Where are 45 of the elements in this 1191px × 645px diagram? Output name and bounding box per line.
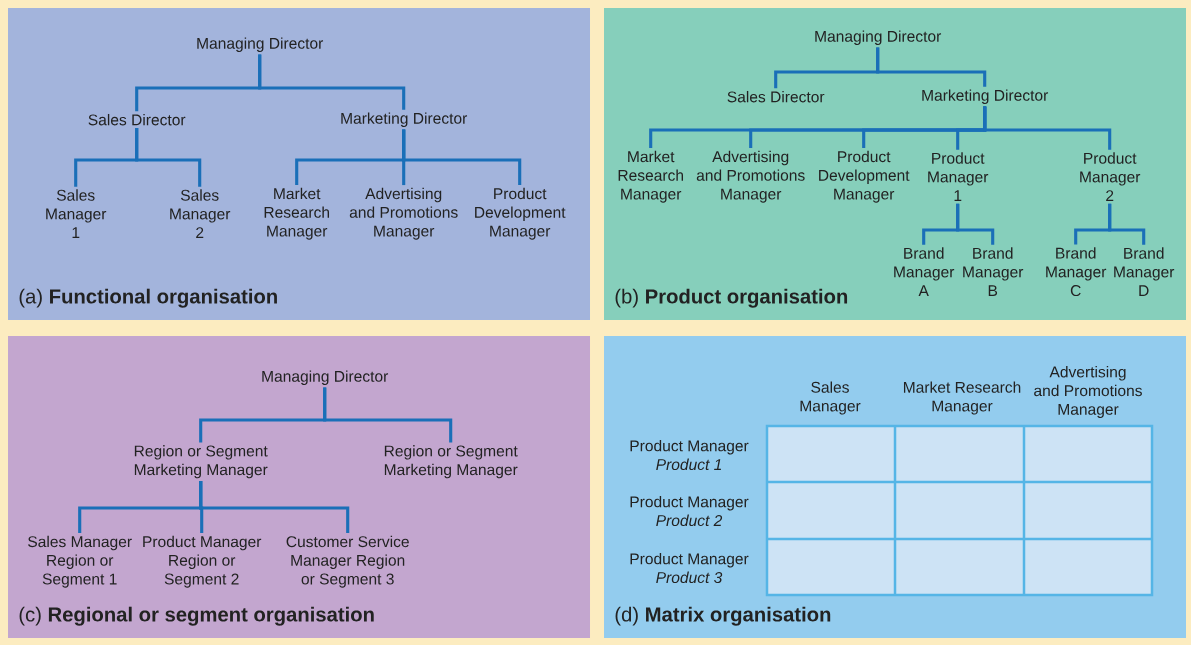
connector-line: [983, 106, 1112, 150]
job-title: Brand Manager B: [963, 247, 1024, 296]
job-title: Sales Manager Region or Segment 1: [28, 535, 132, 588]
row-header: Product Manager Product 2: [630, 495, 749, 527]
column-header: Sales Manager: [800, 381, 861, 415]
row-header: Product Manager Product 1: [630, 439, 749, 471]
job-title: Market Research Manager: [618, 150, 683, 203]
connector-line: [956, 203, 995, 245]
job-title: Product Development Manager: [475, 187, 566, 240]
job-title: Product Manager 2: [1080, 152, 1141, 201]
connector-line: [323, 387, 453, 443]
job-title: Product Development Manager: [819, 150, 910, 203]
connector-line: [402, 129, 522, 186]
job-title: Managing Director: [815, 30, 942, 45]
column-header: Market Research Manager: [904, 381, 1021, 415]
job-title: Marketing Director: [922, 89, 1049, 104]
connector-line: [199, 480, 350, 534]
job-title: Managing Director: [262, 370, 389, 385]
job-title: Product Manager Region or Segment 2: [143, 535, 262, 588]
job-title: Managing Director: [197, 37, 324, 52]
panel-heading: (d) Matrix organisation: [615, 606, 831, 626]
panel-heading: (c) Regional or segment organisation: [19, 606, 374, 626]
job-title: Customer Service Manager Region or Segment 3: [286, 535, 409, 588]
job-title: Sales Director: [727, 90, 825, 103]
job-title: Sales Manager 1: [46, 189, 107, 238]
panel-heading: (a) Functional organisation: [19, 288, 277, 308]
job-title: Brand Manager D: [1114, 247, 1175, 296]
job-title: Advertising and Promotions Manager: [349, 187, 458, 240]
connector-line: [876, 47, 987, 87]
job-title: Marketing Director: [341, 112, 468, 127]
job-title: Sales Manager 2: [170, 189, 231, 238]
job-title: Region or Segment Marketing Manager: [384, 445, 518, 479]
job-title: Advertising and Promotions Manager: [696, 150, 805, 203]
job-title: Market Research Manager: [264, 187, 329, 240]
job-title: Brand Manager C: [1046, 247, 1107, 297]
job-title: Product Manager 1: [928, 152, 989, 201]
connector-line: [258, 54, 406, 110]
job-title: Sales Director: [88, 113, 186, 126]
connector-line: [1108, 203, 1146, 245]
row-header: Product Manager Product 3: [630, 552, 749, 584]
connector-line: [135, 128, 202, 187]
job-title: Region or Segment Marketing Manager: [134, 445, 268, 479]
column-header: Advertising and Promotions Manager: [1034, 366, 1142, 418]
job-title: Brand Manager A: [894, 247, 955, 296]
panel-heading: (b) Product organisation: [615, 288, 848, 308]
